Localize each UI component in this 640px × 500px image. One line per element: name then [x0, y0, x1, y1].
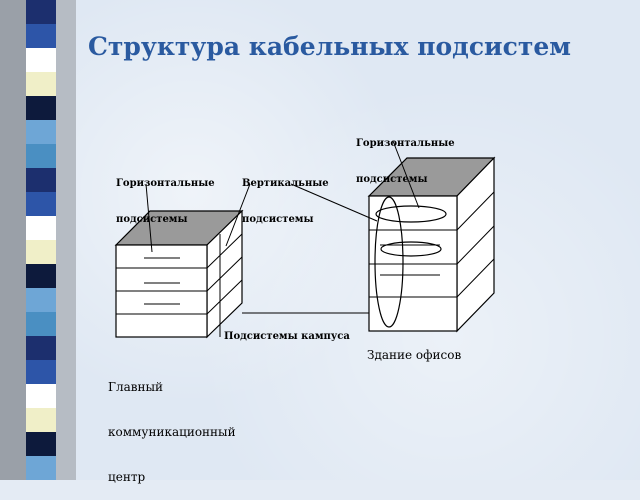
- strip-cell: [26, 264, 56, 288]
- leader-lines: [145, 140, 420, 253]
- strip-cell: [26, 168, 56, 192]
- office-building: [367, 156, 496, 333]
- label-line: подсистемы: [356, 174, 428, 185]
- slide-background: [0, 0, 640, 480]
- office-side-floor-line: [456, 258, 495, 298]
- vertical-ring: [374, 196, 404, 328]
- label-main-center: Главный коммуникационный центр: [108, 350, 236, 500]
- main-side-floor-line: [206, 256, 243, 292]
- cable-diagram: [114, 140, 496, 339]
- main-side-floor-line: [206, 279, 243, 315]
- strip-cell: [26, 72, 56, 96]
- strip-cell: [26, 336, 56, 360]
- horizontal-ring: [375, 205, 447, 223]
- horizontal-ring: [380, 241, 442, 257]
- label-horizontal-right: Горизонтальные подсистемы: [356, 114, 455, 198]
- label-office-building: Здание офисов: [367, 348, 462, 362]
- label-line: Горизонтальные: [356, 138, 455, 149]
- label-line: подсистемы: [116, 214, 188, 225]
- leader-horizontal-left: [145, 183, 153, 253]
- label-horizontal-left: Горизонтальные подсистемы: [116, 154, 215, 238]
- strip-cell: [26, 144, 56, 168]
- main-side-floor-line: [206, 233, 243, 269]
- strip-column-outer: [0, 0, 26, 480]
- label-campus: Подсистемы кампуса: [224, 331, 350, 342]
- office-side-floor-line: [456, 225, 495, 265]
- leader-horizontal-right: [392, 140, 420, 209]
- strip-cell: [26, 432, 56, 456]
- strip-cell: [26, 192, 56, 216]
- strip-cell: [26, 216, 56, 240]
- leader-vertical-right: [290, 183, 378, 222]
- strip-cell: [26, 120, 56, 144]
- label-line: Вертикальные: [242, 178, 329, 189]
- strip-cell: [26, 0, 56, 24]
- label-line: Главный: [108, 380, 164, 394]
- strip-cell: [26, 384, 56, 408]
- leader-vertical: [225, 183, 251, 247]
- strip-cell: [26, 456, 56, 480]
- strip-cell: [26, 360, 56, 384]
- strip-cell: [26, 312, 56, 336]
- label-line: подсистемы: [242, 214, 314, 225]
- strip-column-inner: [56, 0, 76, 480]
- strip-cell: [26, 408, 56, 432]
- strip-cell: [26, 96, 56, 120]
- strip-column-pattern: [26, 0, 56, 480]
- slide-title: Структура кабельных подсистем: [88, 32, 571, 61]
- office-side-floor-line: [456, 191, 495, 231]
- decorative-strip: [0, 0, 76, 480]
- label-line: коммуникационный: [108, 425, 236, 439]
- label-vertical: Вертикальные подсистемы: [242, 154, 329, 238]
- main-center-building: [114, 209, 244, 339]
- strip-cell: [26, 240, 56, 264]
- strip-cell: [26, 24, 56, 48]
- label-line: Горизонтальные: [116, 178, 215, 189]
- strip-cell: [26, 48, 56, 72]
- label-line: центр: [108, 470, 146, 484]
- strip-cell: [26, 288, 56, 312]
